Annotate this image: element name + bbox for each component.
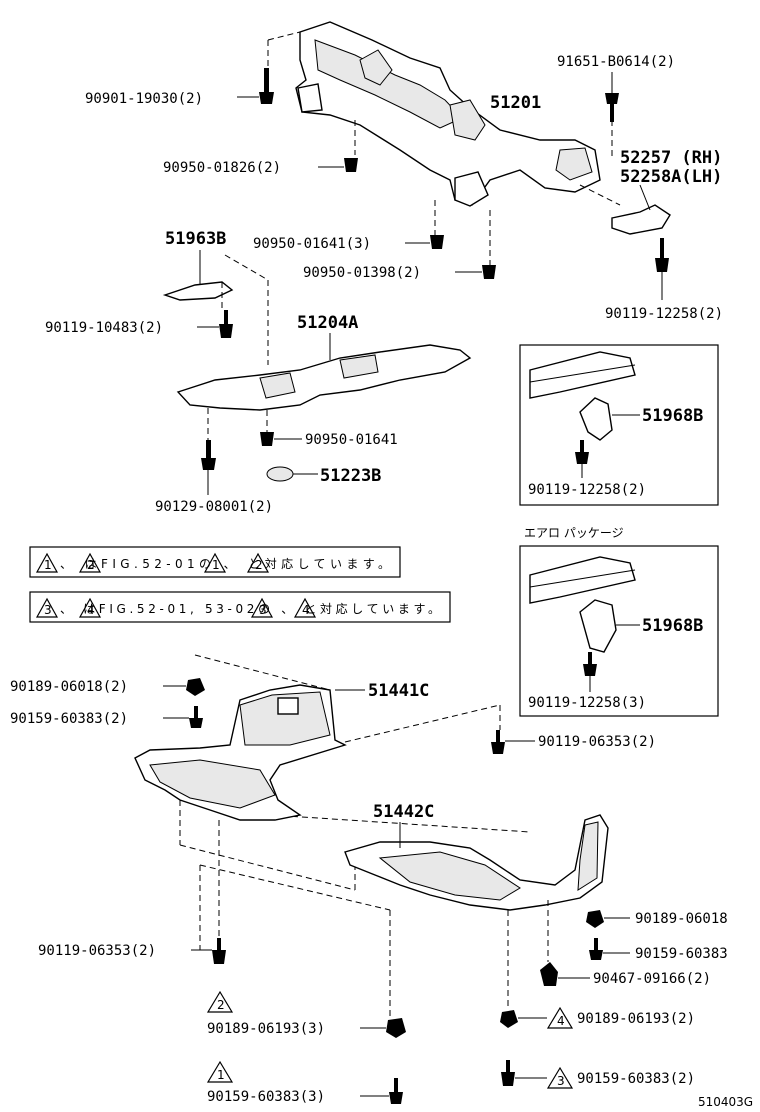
pad-51223b-icon	[266, 466, 294, 482]
aero-package-title: エアロ パッケージ	[524, 526, 624, 540]
label-90159-60383-3: 90159-60383(3)	[207, 1089, 325, 1105]
label-51963b: 51963B	[165, 229, 226, 249]
inset-rail-1-icon	[529, 351, 636, 441]
label-90189-06193-3: 90189-06193(3)	[207, 1021, 325, 1037]
bolt-90159-60383-right-icon	[589, 938, 603, 960]
label-90119-12258-inset2: 90119-12258(3)	[528, 695, 646, 711]
triangle-3b-icon	[250, 597, 274, 618]
label-90119-12258-right: 90119-12258(2)	[605, 306, 723, 322]
inset-box-standard	[519, 344, 719, 506]
label-51968b-standard: 51968B	[642, 406, 703, 426]
bolt-90159-60383-2-left-icon	[189, 706, 203, 728]
triangle-1-icon	[35, 552, 59, 573]
undercover-51442c	[344, 814, 609, 911]
bolt-90159-60383-2-right-icon	[501, 1060, 515, 1086]
label-90119-06353-right: 90119-06353(2)	[538, 734, 656, 750]
marker-1-text: 1	[217, 1068, 225, 1082]
nut-90950-01641-3-icon	[430, 235, 444, 249]
note2-m3b: 3	[259, 603, 267, 617]
clip-90189-06018-icon	[586, 910, 604, 928]
bolt-91651-b0614-icon	[605, 93, 619, 122]
triangle-1b-icon	[203, 552, 227, 573]
marker-3-text: 3	[557, 1074, 565, 1088]
label-90159-60383-2-left: 90159-60383(2)	[10, 711, 128, 727]
nut-90950-01826-icon	[344, 158, 358, 172]
note1-m1b: 1	[212, 558, 220, 572]
label-51442c: 51442C	[373, 802, 434, 822]
label-90129-08001: 90129-08001(2)	[155, 499, 273, 515]
undercover-51441c	[134, 684, 347, 821]
note-1-text: 、 はFIG.52-01の 、 と対応しています。	[60, 557, 390, 571]
label-90950-01641: 90950-01641	[305, 432, 398, 448]
label-52257: 52257 (RH)	[620, 148, 722, 168]
bracket-51963b-icon	[162, 281, 234, 301]
marker-3-triangle-icon	[546, 1066, 574, 1089]
label-52258a: 52258A(LH)	[620, 167, 722, 187]
note1-m2b: 2	[255, 558, 263, 572]
label-90189-06193-2: 90189-06193(2)	[577, 1011, 695, 1027]
member-51204a	[176, 344, 472, 411]
bolt-90901-19030-icon	[259, 68, 274, 104]
label-51223b: 51223B	[320, 466, 381, 486]
nut-90950-01641-icon	[260, 432, 274, 446]
figure-code: 510403G	[698, 1095, 753, 1109]
note2-m4b: 4	[302, 603, 310, 617]
bolt-90129-08001-icon	[201, 440, 216, 470]
marker-4-triangle-icon	[546, 1006, 574, 1029]
label-90950-01398: 90950-01398(2)	[303, 265, 421, 281]
label-90119-06353-left: 90119-06353(2)	[38, 943, 156, 959]
triangle-2-icon	[78, 552, 102, 573]
label-90119-10483: 90119-10483(2)	[45, 320, 163, 336]
note1-m1a: 1	[44, 558, 52, 572]
note-2-text: 、 はFIG.52-01, 53-02の 、 と対応しています。	[60, 602, 440, 616]
bolt-90119-12258-right-icon	[655, 238, 669, 272]
note1-m2a: 2	[87, 558, 95, 572]
label-51201: 51201	[490, 93, 541, 113]
clip-90189-06193-3-icon	[386, 1018, 406, 1038]
bolt-90119-06353-left-icon	[212, 938, 226, 964]
bolt-90119-06353-right-icon	[491, 730, 505, 754]
triangle-4-icon	[78, 597, 102, 618]
triangle-3-icon	[35, 597, 59, 618]
label-90159-60383: 90159-60383	[635, 946, 728, 962]
clip-90467-09166-icon	[540, 962, 558, 986]
triangle-4b-icon	[293, 597, 317, 618]
bolt-90159-60383-3-icon	[389, 1078, 403, 1104]
label-90189-06018-2: 90189-06018(2)	[10, 679, 128, 695]
note2-m3a: 3	[44, 603, 52, 617]
label-91651-b0614: 91651-B0614(2)	[557, 54, 675, 70]
crossmember-51201	[295, 21, 601, 207]
bolt-90119-10483-icon	[219, 310, 233, 338]
marker-2-triangle-icon	[206, 990, 234, 1013]
marker-1-triangle-icon	[206, 1060, 234, 1083]
label-51968b-aero: 51968B	[642, 616, 703, 636]
triangle-2b-icon	[246, 552, 270, 573]
note-box-1	[29, 546, 401, 578]
label-90467-09166: 90467-09166(2)	[593, 971, 711, 987]
nut-90950-01398-icon	[482, 265, 496, 279]
label-90950-01826: 90950-01826(2)	[163, 160, 281, 176]
label-51441c: 51441C	[368, 681, 429, 701]
marker-2-text: 2	[217, 998, 225, 1012]
note2-m4a: 4	[87, 603, 95, 617]
label-51204a: 51204A	[297, 313, 358, 333]
inset-box-aero	[519, 545, 719, 717]
marker-4-text: 4	[557, 1014, 565, 1028]
label-90189-06018: 90189-06018	[635, 911, 728, 927]
bolt-inset-2-icon	[583, 652, 597, 676]
label-90119-12258-inset1: 90119-12258(2)	[528, 482, 646, 498]
label-90901-19030: 90901-19030(2)	[85, 91, 203, 107]
label-90159-60383-2-right: 90159-60383(2)	[577, 1071, 695, 1087]
inset-rail-2-icon	[529, 556, 636, 653]
note-box-2	[29, 591, 451, 623]
bracket-52257-icon	[611, 204, 671, 235]
label-90950-01641-3: 90950-01641(3)	[253, 236, 371, 252]
bolt-inset-1-icon	[575, 440, 589, 464]
clip-90189-06193-2-icon	[500, 1010, 518, 1028]
clip-90189-06018-2-icon	[186, 678, 205, 696]
